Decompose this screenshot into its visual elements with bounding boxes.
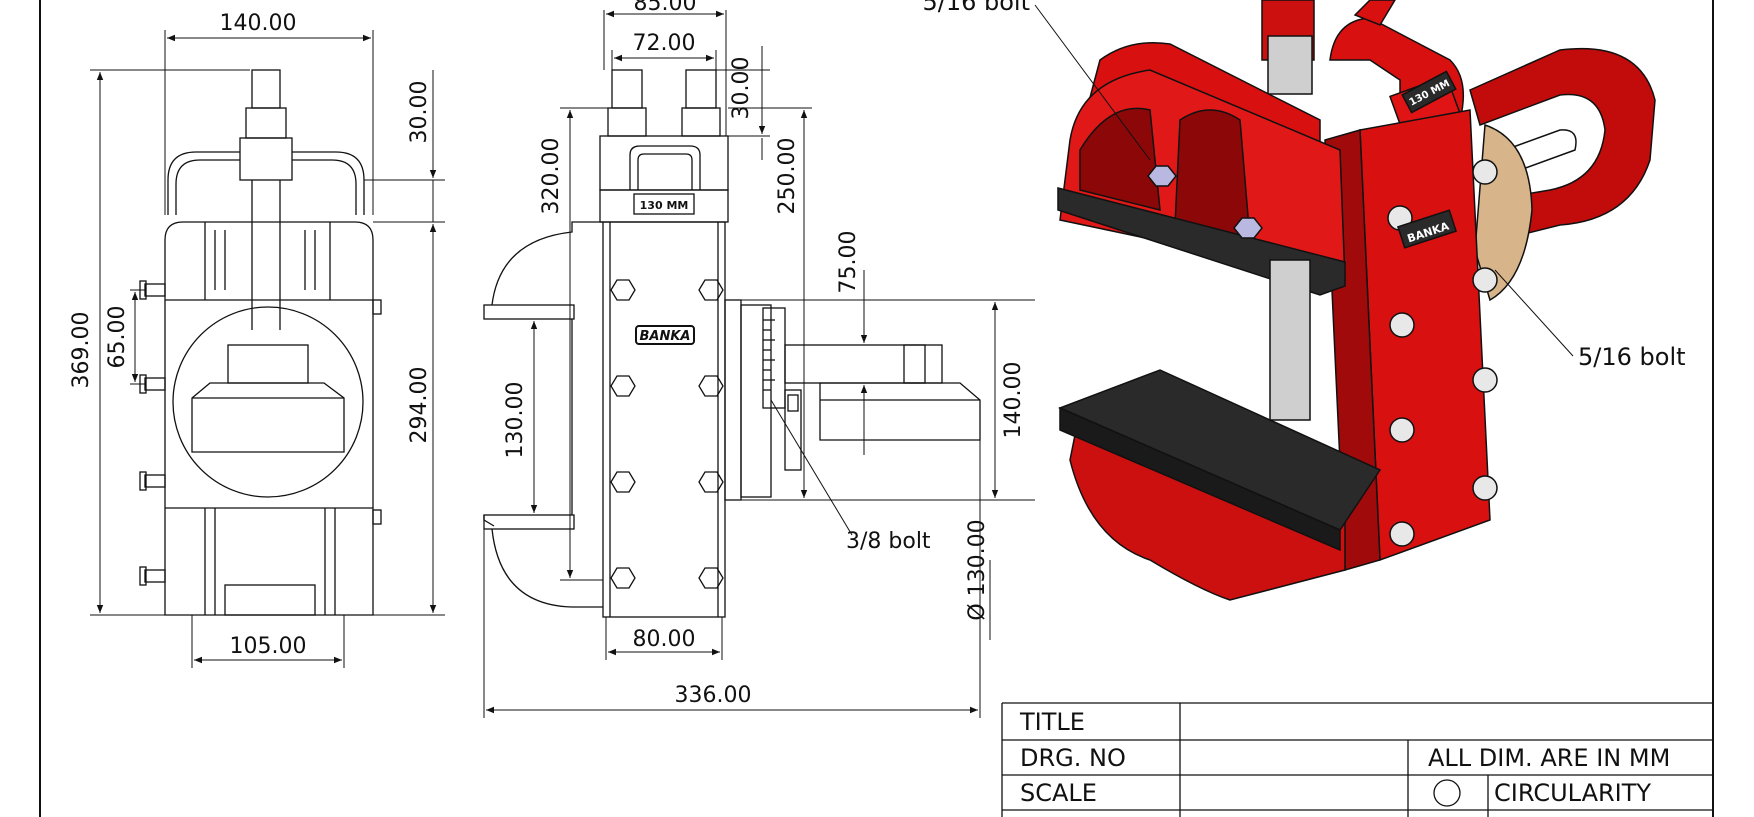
dim-front-bolt-spacing-65: 65.00 bbox=[105, 306, 130, 369]
side-brand-label: BANKA bbox=[640, 329, 691, 344]
circularity-symbol bbox=[1433, 779, 1461, 807]
dim-front-height-369: 369.00 bbox=[69, 312, 94, 389]
front-view bbox=[139, 69, 382, 616]
title-label: TITLE bbox=[1019, 708, 1085, 736]
drg-no-label: DRG. NO bbox=[1020, 744, 1126, 772]
dim-side-30: 30.00 bbox=[729, 57, 754, 120]
dim-side-130: 130.00 bbox=[503, 382, 528, 459]
side-view-dimensions bbox=[483, 10, 1035, 718]
units-note: ALL DIM. ARE IN MM bbox=[1428, 744, 1670, 772]
circularity-label: CIRCULARITY bbox=[1494, 779, 1651, 807]
side-view bbox=[483, 69, 981, 618]
dim-side-diameter-130: Ø 130.00 bbox=[965, 519, 990, 620]
isometric-view bbox=[1057, 0, 1656, 601]
dim-side-80: 80.00 bbox=[633, 627, 696, 652]
front-view-dimensions bbox=[90, 30, 445, 668]
front-view-dimension-labels: 140.00 369.00 30.00 294.00 65.00 105.00 bbox=[69, 11, 432, 659]
front-bolt-heads bbox=[139, 280, 382, 586]
side-plate-label: 130 MM bbox=[640, 199, 689, 212]
dim-side-85: 85.00 bbox=[634, 0, 697, 16]
callout-3-8-bolt: 3/8 bolt bbox=[846, 529, 931, 554]
dim-side-320: 320.00 bbox=[539, 138, 564, 215]
dim-front-body-294: 294.00 bbox=[407, 367, 432, 444]
iso-jaw-bolts bbox=[1147, 165, 1263, 239]
dim-front-width-140: 140.00 bbox=[220, 11, 297, 36]
title-block bbox=[1001, 702, 1713, 817]
side-hex-bolts bbox=[610, 279, 724, 589]
dim-side-336: 336.00 bbox=[675, 683, 752, 708]
dim-side-140: 140.00 bbox=[1001, 362, 1026, 439]
dim-front-clamp-30: 30.00 bbox=[407, 81, 432, 144]
sheet-border bbox=[39, 0, 1714, 817]
callout-5-16-bolt-right: 5/16 bolt bbox=[1578, 343, 1686, 371]
isometric-callouts bbox=[1034, 4, 1574, 357]
callout-5-16-bolt-top: 5/16 bolt bbox=[922, 0, 1030, 16]
dim-front-base-105: 105.00 bbox=[230, 634, 307, 659]
dim-side-250: 250.00 bbox=[775, 138, 800, 215]
scale-label: SCALE bbox=[1020, 779, 1097, 807]
side-view-labels: 85.00 72.00 30.00 320.00 250.00 130.00 8… bbox=[503, 0, 1026, 708]
title-block-labels: TITLE DRG. NO ALL DIM. ARE IN MM SCALE C… bbox=[1019, 708, 1670, 807]
dim-side-72: 72.00 bbox=[633, 31, 696, 56]
dim-side-75: 75.00 bbox=[836, 231, 861, 294]
